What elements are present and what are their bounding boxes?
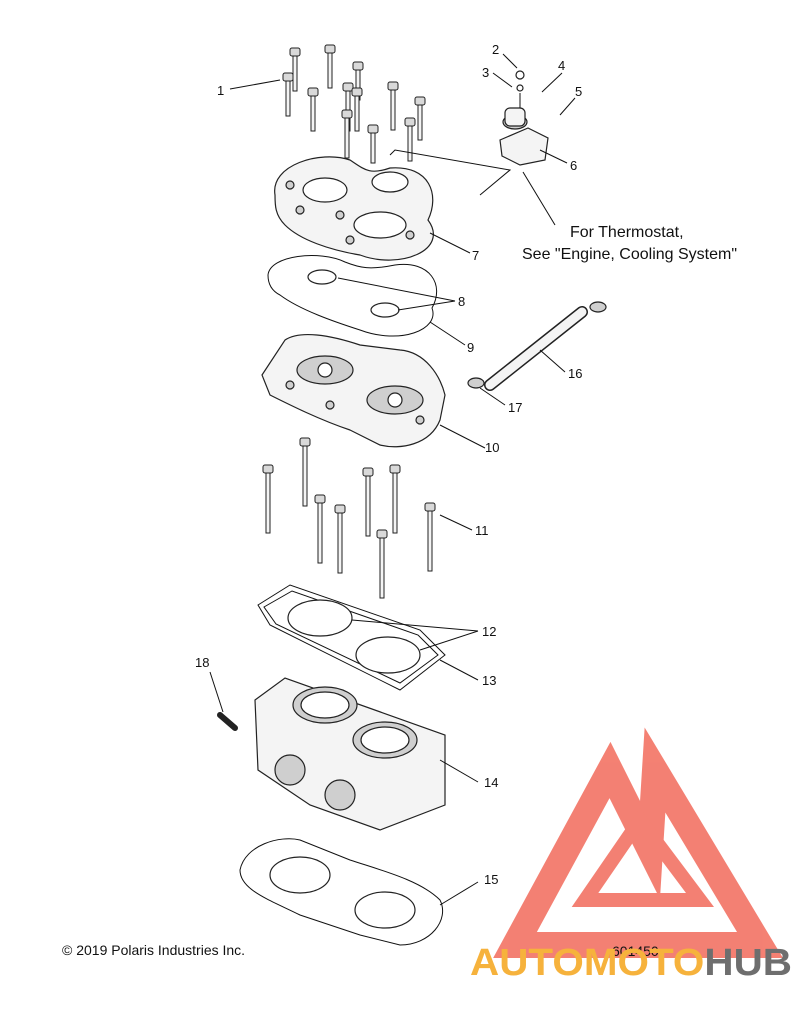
callout-10: 10: [485, 440, 499, 455]
callout-6: 6: [570, 158, 577, 173]
cylinder-bolt: [376, 529, 388, 599]
head-bolt: [307, 87, 319, 132]
cylinder-head: [261, 334, 446, 448]
head-bolt: [282, 72, 294, 117]
head-bolt: [367, 124, 379, 164]
callout-18: 18: [195, 655, 209, 670]
thermostat-note-line-1: For Thermostat,: [570, 224, 684, 241]
callout-7: 7: [472, 248, 479, 263]
thermostat-housing: [499, 70, 549, 166]
callout-16: 16: [568, 366, 582, 381]
cylinder-bolt: [262, 464, 274, 534]
thermostat-note-line-2: See "Engine, Cooling System": [522, 246, 737, 263]
head-bolt: [341, 109, 353, 159]
callout-labels: 1 2 3 4 5 6 7 8 9 10 11 12 13 14 15 16 1…: [195, 42, 582, 887]
head-bolt: [351, 87, 363, 132]
callout-1: 1: [217, 83, 224, 98]
callout-2: 2: [492, 42, 499, 57]
watermark-part-moto: MOTO: [584, 942, 705, 984]
head-bolt: [414, 96, 426, 141]
callout-17: 17: [508, 400, 522, 415]
cylinder-bolt: [314, 494, 326, 564]
cylinder-bolt: [299, 437, 311, 507]
coolant-hose: [467, 301, 607, 391]
callout-12: 12: [482, 624, 496, 639]
watermark-part-hub: HUB: [704, 942, 792, 984]
callout-11: 11: [475, 523, 489, 538]
cylinder-bolt: [334, 504, 346, 574]
head-bolt: [387, 81, 399, 131]
head-bolt: [404, 117, 416, 162]
cylinder-bolts: [262, 437, 436, 599]
watermark-part-auto: AUTO: [470, 942, 584, 984]
base-gasket: [239, 838, 444, 946]
head-bolt: [289, 47, 301, 92]
watermark-logo: [493, 727, 783, 958]
callout-14: 14: [484, 775, 498, 790]
sensor: [217, 712, 238, 731]
callout-15: 15: [484, 872, 498, 887]
callout-4: 4: [558, 58, 565, 73]
leader-lines: [209, 53, 576, 906]
cylinder-head-gasket: [257, 584, 446, 691]
cylinder-bolt: [362, 467, 374, 537]
callout-3: 3: [482, 65, 489, 80]
head-bolt: [324, 44, 336, 89]
diagram-number: 601450: [612, 943, 659, 959]
cylinder-bolt: [424, 502, 436, 572]
cylinder-block: [254, 677, 446, 831]
cylinder-head-cover: [274, 156, 434, 261]
head-bolts-top: [282, 44, 426, 164]
callout-9: 9: [467, 340, 474, 355]
callout-13: 13: [482, 673, 496, 688]
copyright-text: © 2019 Polaris Industries Inc.: [62, 942, 245, 958]
cylinder-bolt: [389, 464, 401, 534]
head-cover-gasket: [267, 255, 438, 337]
callout-5: 5: [575, 84, 582, 99]
callout-8: 8: [458, 294, 465, 309]
